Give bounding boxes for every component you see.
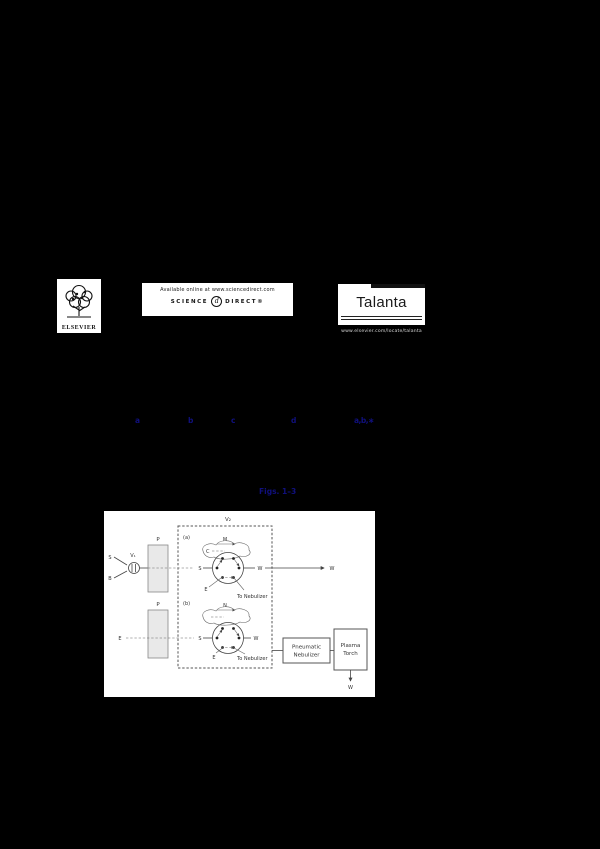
sciencedirect-banner: Available online at www.sciencedirect.co… <box>142 283 293 316</box>
author-superscript-link[interactable]: c <box>231 416 236 425</box>
plasma-torch-box <box>333 628 368 671</box>
label-pump-bottom: P <box>156 602 160 608</box>
valve-v1-icon <box>128 562 140 574</box>
label-panel-a: (a) <box>183 535 190 541</box>
sciencedirect-d-icon: d <box>211 296 223 307</box>
figure-reference-link[interactable]: Figs. 1–3 <box>259 487 297 496</box>
label-b-inlet: S <box>198 636 201 642</box>
valve-v2-enclosure <box>177 525 273 669</box>
direct-word: DIRECT® <box>225 298 265 305</box>
label-b-eluent: E <box>212 655 215 661</box>
label-column-a: C <box>206 549 210 555</box>
talanta-rule <box>341 319 422 320</box>
author-superscript-link[interactable]: a <box>135 416 141 425</box>
journal-url: www.elsevier.com/locate/talanta <box>341 329 422 334</box>
author-superscript-link[interactable]: a,b,∗ <box>354 416 374 425</box>
label-v2: V₂ <box>225 517 231 523</box>
label-a-eluent: E <box>204 587 207 593</box>
journal-title: Talanta <box>356 294 407 311</box>
loop-n-coil <box>202 606 251 626</box>
label-v1: V₁ <box>130 553 135 559</box>
figure-1: V₂ S B V₁ P (a) M C <box>104 511 375 697</box>
author-superscript-link[interactable]: b <box>188 416 194 425</box>
label-loop-n: N <box>223 603 227 609</box>
elsevier-tree-icon <box>65 284 93 318</box>
label-waste-right: W <box>330 566 335 572</box>
elsevier-logo: ELSEVIER <box>57 279 101 333</box>
pneumatic-nebulizer-box <box>282 637 331 664</box>
loop-m-coil <box>202 540 251 560</box>
science-word: SCIENCE <box>170 298 209 305</box>
label-pneumatic: Pneumatic <box>292 645 321 651</box>
label-plasma: Plasma <box>341 643 361 649</box>
talanta-top-bar <box>371 284 425 288</box>
author-superscript-link[interactable]: d <box>291 416 297 425</box>
sciencedirect-wordmark: SCIENCE d DIRECT® <box>142 296 293 307</box>
label-sample: S <box>108 555 111 561</box>
label-a-nebulizer: To Nebulizer <box>236 594 268 600</box>
label-b-nebulizer: To Nebulizer <box>236 656 268 662</box>
label-b-waste: W <box>254 636 259 642</box>
label-panel-b: (b) <box>183 601 190 607</box>
label-eluent-left: E <box>118 636 121 642</box>
label-a-waste: W <box>258 566 263 572</box>
pump-bottom-icon <box>147 609 169 659</box>
label-blank: B <box>108 576 112 582</box>
available-online-text: Available online at www.sciencedirect.co… <box>160 287 275 293</box>
pump-top-icon <box>147 544 169 593</box>
label-waste-bottom: W <box>348 685 353 691</box>
label-torch: Torch <box>342 651 358 657</box>
label-a-inlet: S <box>198 566 201 572</box>
talanta-rule <box>341 316 422 317</box>
talanta-logo: Talanta <box>338 284 425 325</box>
label-loop-m: M <box>223 537 227 543</box>
label-pump-top: P <box>156 537 160 543</box>
elsevier-wordmark: ELSEVIER <box>61 325 97 331</box>
label-nebulizer: Nebulizer <box>293 653 320 659</box>
